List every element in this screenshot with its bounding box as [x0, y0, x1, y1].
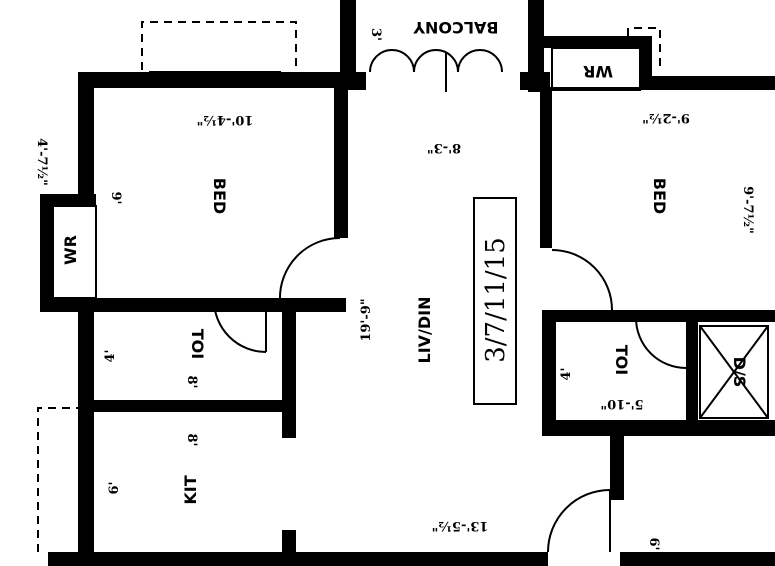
wall-balcony-left — [340, 0, 356, 90]
bed-left-door — [278, 237, 341, 301]
kit-dim-a: 6' — [107, 481, 122, 494]
walls — [40, 0, 775, 566]
duct-label: D/S — [730, 357, 749, 388]
bed-left-label: BED — [210, 178, 229, 214]
duct-box — [699, 325, 769, 419]
toi-right-door — [635, 317, 687, 369]
wall-bed-bottom — [40, 298, 346, 312]
wall-livin-left-upper — [334, 88, 348, 238]
livdin-label: LIV/DIN — [415, 297, 434, 364]
bed-right-width: 9'-2½" — [642, 110, 690, 125]
wall-left-lower — [78, 300, 94, 566]
entry-door — [547, 489, 611, 553]
wall-top-left — [78, 72, 346, 88]
windows — [41, 47, 641, 550]
duct — [699, 325, 769, 419]
bed-left-height: 9' — [108, 191, 123, 204]
livdin-length-dim: 19'-9" — [359, 298, 374, 341]
balcony-label: BALCONY — [413, 18, 499, 37]
wall-bed-right-left — [540, 88, 552, 248]
wr-right-box — [551, 47, 641, 89]
livdin-top-dim: 8'-3" — [427, 140, 461, 155]
dashed-projection-left — [37, 407, 80, 552]
wr-left-dim: 4'-7½" — [34, 138, 49, 186]
wall-balcony-left-foot — [340, 72, 366, 90]
toi-right-label: TOI — [612, 345, 631, 375]
doors — [213, 49, 687, 553]
wall-entry-right — [610, 430, 624, 500]
wall-left-upper — [78, 72, 94, 200]
wall-wr-left — [40, 194, 54, 310]
toi-right-dim-a: 4' — [559, 367, 574, 380]
wall-balcony-right-foot — [520, 72, 550, 90]
duct-cross-2 — [699, 325, 769, 419]
bed-left-width: 10'-4½" — [197, 112, 254, 127]
wall-balcony-right — [528, 0, 544, 92]
wr-left-label: WR — [61, 235, 80, 265]
toi-left-dim-b: 8' — [184, 375, 199, 388]
bed-right-label: BED — [650, 178, 669, 214]
wall-bottom-right — [620, 552, 775, 566]
window-bed-left — [149, 71, 281, 79]
wall-top-right — [640, 76, 775, 90]
wall-wr-right-top — [540, 36, 652, 48]
wr-left-box — [41, 205, 97, 299]
dashed-projection-top — [141, 21, 297, 70]
toi-left-dim-a: 4' — [103, 349, 118, 362]
unit-code-box — [473, 197, 517, 405]
wall-toi-right-left — [542, 310, 556, 436]
wr-right-label: WR — [583, 62, 613, 81]
wall-toi-right-top — [544, 310, 775, 322]
balcony-door-2 — [413, 49, 459, 73]
toi-left-label: TOI — [188, 329, 207, 359]
bed-right-height: 9'-7½" — [740, 186, 755, 234]
kit-dim-b: 8' — [184, 433, 199, 446]
balcony-door-3 — [457, 49, 503, 73]
wall-duct-left — [686, 316, 698, 426]
balcony-dim: 3' — [368, 28, 383, 41]
balcony-door-1 — [369, 49, 415, 73]
wall-bottom — [48, 552, 548, 566]
dashed-projection-right — [627, 27, 661, 70]
wall-toi-kit — [90, 400, 294, 412]
livdin-bottom-dim: 13'-5½" — [432, 518, 489, 533]
kit-label: KIT — [181, 475, 200, 504]
toi-right-dim-b: 5'-10" — [600, 396, 643, 411]
unit-code: 3/7/11/15 — [481, 237, 511, 363]
bed-right-door — [551, 249, 613, 311]
toi-left-door — [213, 299, 267, 353]
wall-toi-left-right — [282, 308, 296, 438]
wall-wr-right-side — [640, 36, 652, 88]
entry-dim: 6' — [646, 537, 661, 550]
projections — [37, 21, 661, 552]
wall-toi-right-bottom — [542, 420, 775, 436]
